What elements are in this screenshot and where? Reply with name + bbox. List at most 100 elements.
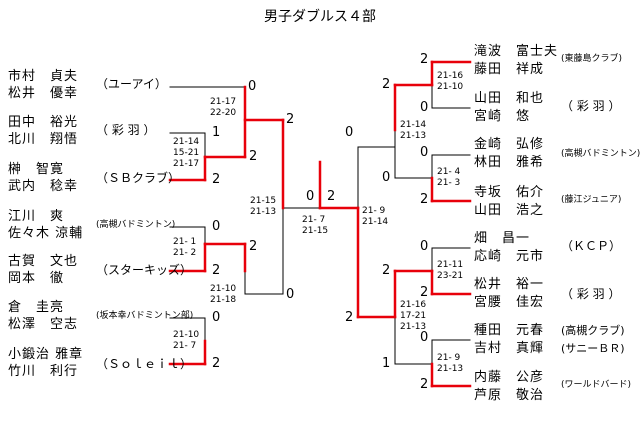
club-name: （ＫＣＰ） <box>561 239 622 253</box>
club-name: (高槻クラブ) <box>561 324 625 337</box>
game-count: 2 <box>420 377 429 392</box>
set-score: 21-13 <box>400 131 427 141</box>
set-score: 21-10 <box>173 330 200 340</box>
player-name: 林田 雅希 <box>474 155 545 170</box>
set-score: 21-14 <box>400 120 427 130</box>
set-score: 21- 9 <box>362 206 386 216</box>
set-score: 21-18 <box>210 295 237 305</box>
game-count: 0 <box>345 125 354 140</box>
game-count: 2 <box>249 239 258 254</box>
player-name: 松井 裕一 <box>474 277 545 292</box>
game-count: 0 <box>420 330 429 345</box>
player-name: 寺坂 佑介 <box>474 185 545 200</box>
club-name: (東藤島クラブ) <box>561 54 623 64</box>
player-name: 芦原 敬治 <box>474 388 545 403</box>
player-name: 佐々木 涼輔 <box>8 226 84 241</box>
player-name: 北川 翔悟 <box>8 132 79 147</box>
game-count: 0 <box>420 145 429 160</box>
set-score: 23-21 <box>437 271 464 281</box>
player-name: 武内 稔幸 <box>8 179 79 194</box>
game-count: 0 <box>306 189 315 204</box>
set-score: 17-21 <box>400 311 427 321</box>
club-name: （ＳＢクラブ） <box>96 171 181 185</box>
set-score: 21-14 <box>173 137 200 147</box>
set-score: 21- 7 <box>302 215 326 225</box>
player-name: 宮腰 佳宏 <box>474 295 545 310</box>
set-score: 21-17 <box>173 159 200 169</box>
club-name: （ 彩 羽 ） <box>96 123 156 137</box>
club-name: (ワールドバード) <box>561 380 632 390</box>
player-name: 松井 優幸 <box>8 86 79 101</box>
club-name: (高槻バドミントン) <box>561 149 640 159</box>
game-count: 2 <box>420 52 429 67</box>
set-score: 21- 7 <box>173 341 197 351</box>
player-name: 山田 和也 <box>474 91 545 106</box>
player-name: 小鍛治 雅章 <box>8 347 84 362</box>
club-name: （スターキッズ） <box>96 263 193 277</box>
player-name: 畑 昌一 <box>474 231 531 246</box>
set-score: 22-20 <box>210 108 237 118</box>
player-name: 田中 裕光 <box>8 115 79 130</box>
player-name: 吉村 真輝 <box>474 341 545 356</box>
player-name: 岡本 徹 <box>8 271 65 286</box>
player-name: 応崎 元市 <box>474 249 545 264</box>
game-count: 0 <box>212 219 221 234</box>
game-count: 2 <box>327 189 336 204</box>
set-score: 21-13 <box>400 322 427 332</box>
set-score: 21- 3 <box>437 178 461 188</box>
player-name: 内藤 公彦 <box>474 370 545 385</box>
game-count: 2 <box>249 149 258 164</box>
set-score: 21- 4 <box>437 167 461 177</box>
game-count: 2 <box>382 77 391 92</box>
game-count: 0 <box>286 287 295 302</box>
club-name: （ 彩 羽 ） <box>561 99 621 113</box>
player-name: 山田 浩之 <box>474 203 545 218</box>
club-name: （ 彩 羽 ） <box>561 287 621 301</box>
game-count: 1 <box>382 356 391 371</box>
player-name: 江川 爽 <box>8 209 65 224</box>
set-score: 21-15 <box>250 196 277 206</box>
set-score: 21- 9 <box>437 353 461 363</box>
set-score: 21-15 <box>302 226 329 236</box>
club-name: (高槻バドミントン) <box>96 220 176 230</box>
game-count: 2 <box>286 112 295 127</box>
player-name: 市村 貞夫 <box>8 69 79 84</box>
game-count: 2 <box>212 172 221 187</box>
game-count: 0 <box>212 310 221 325</box>
player-name: 古賀 文也 <box>8 254 79 269</box>
player-name: 榊 智寛 <box>8 162 65 177</box>
player-name: 金崎 弘修 <box>474 137 545 152</box>
game-count: 2 <box>420 285 429 300</box>
game-count: 2 <box>212 356 221 371</box>
set-score: 15-21 <box>173 148 200 158</box>
game-count: 0 <box>420 239 429 254</box>
player-name: 松澤 空志 <box>8 317 79 332</box>
player-name: 倉 圭亮 <box>8 300 65 315</box>
set-score: 21-13 <box>250 207 277 217</box>
club-name: (サニーＢＲ) <box>561 342 625 355</box>
game-count: 0 <box>382 170 391 185</box>
player-name: 滝波 富士夫 <box>474 44 559 59</box>
game-count: 2 <box>420 192 429 207</box>
game-count: 0 <box>420 100 429 115</box>
set-score: 21- 2 <box>173 248 197 258</box>
set-score: 21-16 <box>400 300 427 310</box>
set-score: 21-13 <box>437 364 464 374</box>
player-name: 竹川 利行 <box>8 364 79 379</box>
club-name: (藤江ジュニア) <box>561 195 622 205</box>
set-score: 21-17 <box>210 97 237 107</box>
club-name: （Ｓｏｌｅｉｌ） <box>96 357 193 371</box>
set-score: 21-16 <box>437 71 464 81</box>
player-name: 藤田 祥成 <box>474 62 545 77</box>
player-name: 宮崎 悠 <box>474 109 531 124</box>
game-count: 2 <box>212 263 221 278</box>
game-count: 0 <box>248 79 257 94</box>
set-score: 21-14 <box>362 217 389 227</box>
club-name: (坂本幸バドミントン部) <box>96 311 194 321</box>
game-count: 2 <box>382 263 391 278</box>
set-score: 21-10 <box>210 284 237 294</box>
game-count: 2 <box>345 310 354 325</box>
page-title: 男子ダブルス４部 <box>264 9 376 25</box>
